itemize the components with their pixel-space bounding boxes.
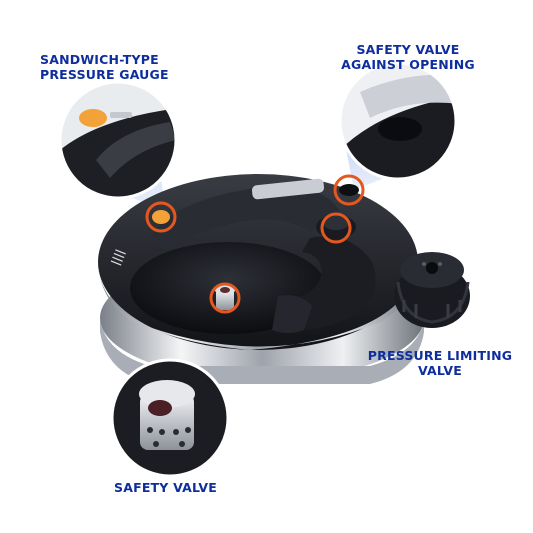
limiting-valve-part: [394, 252, 470, 328]
safety-valve-ring: [209, 282, 241, 314]
pressure-gauge-label-line1: SANDWICH-TYPE: [40, 52, 159, 67]
pressure-limiting-valve-label-line2: VALVE: [418, 363, 462, 378]
gauge-zoom: [58, 80, 178, 200]
safety-valve-opening-label-line1: SAFETY VALVE: [356, 42, 460, 57]
safety-valve-label: SAFETY VALVE: [114, 480, 217, 495]
limiting-valve-ring: [320, 212, 352, 244]
safety-valve-label-line1: SAFETY VALVE: [114, 480, 218, 495]
safety-valve-opening-label: SAFETY VALVE AGAINST OPENING: [338, 42, 478, 72]
pressure-gauge-label: SANDWICH-TYPE PRESSURE GAUGE: [40, 52, 169, 82]
safety-valve-zoom: [110, 358, 230, 478]
callout-rings: [145, 174, 365, 314]
gauge-ring: [145, 201, 177, 233]
pressure-limiting-valve-label: PRESSURE LIMITING VALVE: [366, 348, 514, 378]
safety-valve-opening-label-line2: AGAINST OPENING: [341, 57, 475, 72]
pressure-gauge-label-line2: PRESSURE GAUGE: [40, 67, 169, 82]
pressure-limiting-valve-label-line1: PRESSURE LIMITING: [367, 348, 513, 363]
opening-valve-zoom: [338, 61, 458, 181]
opening-valve-ring: [333, 174, 365, 206]
svg-text:||||: ||||: [109, 247, 127, 267]
